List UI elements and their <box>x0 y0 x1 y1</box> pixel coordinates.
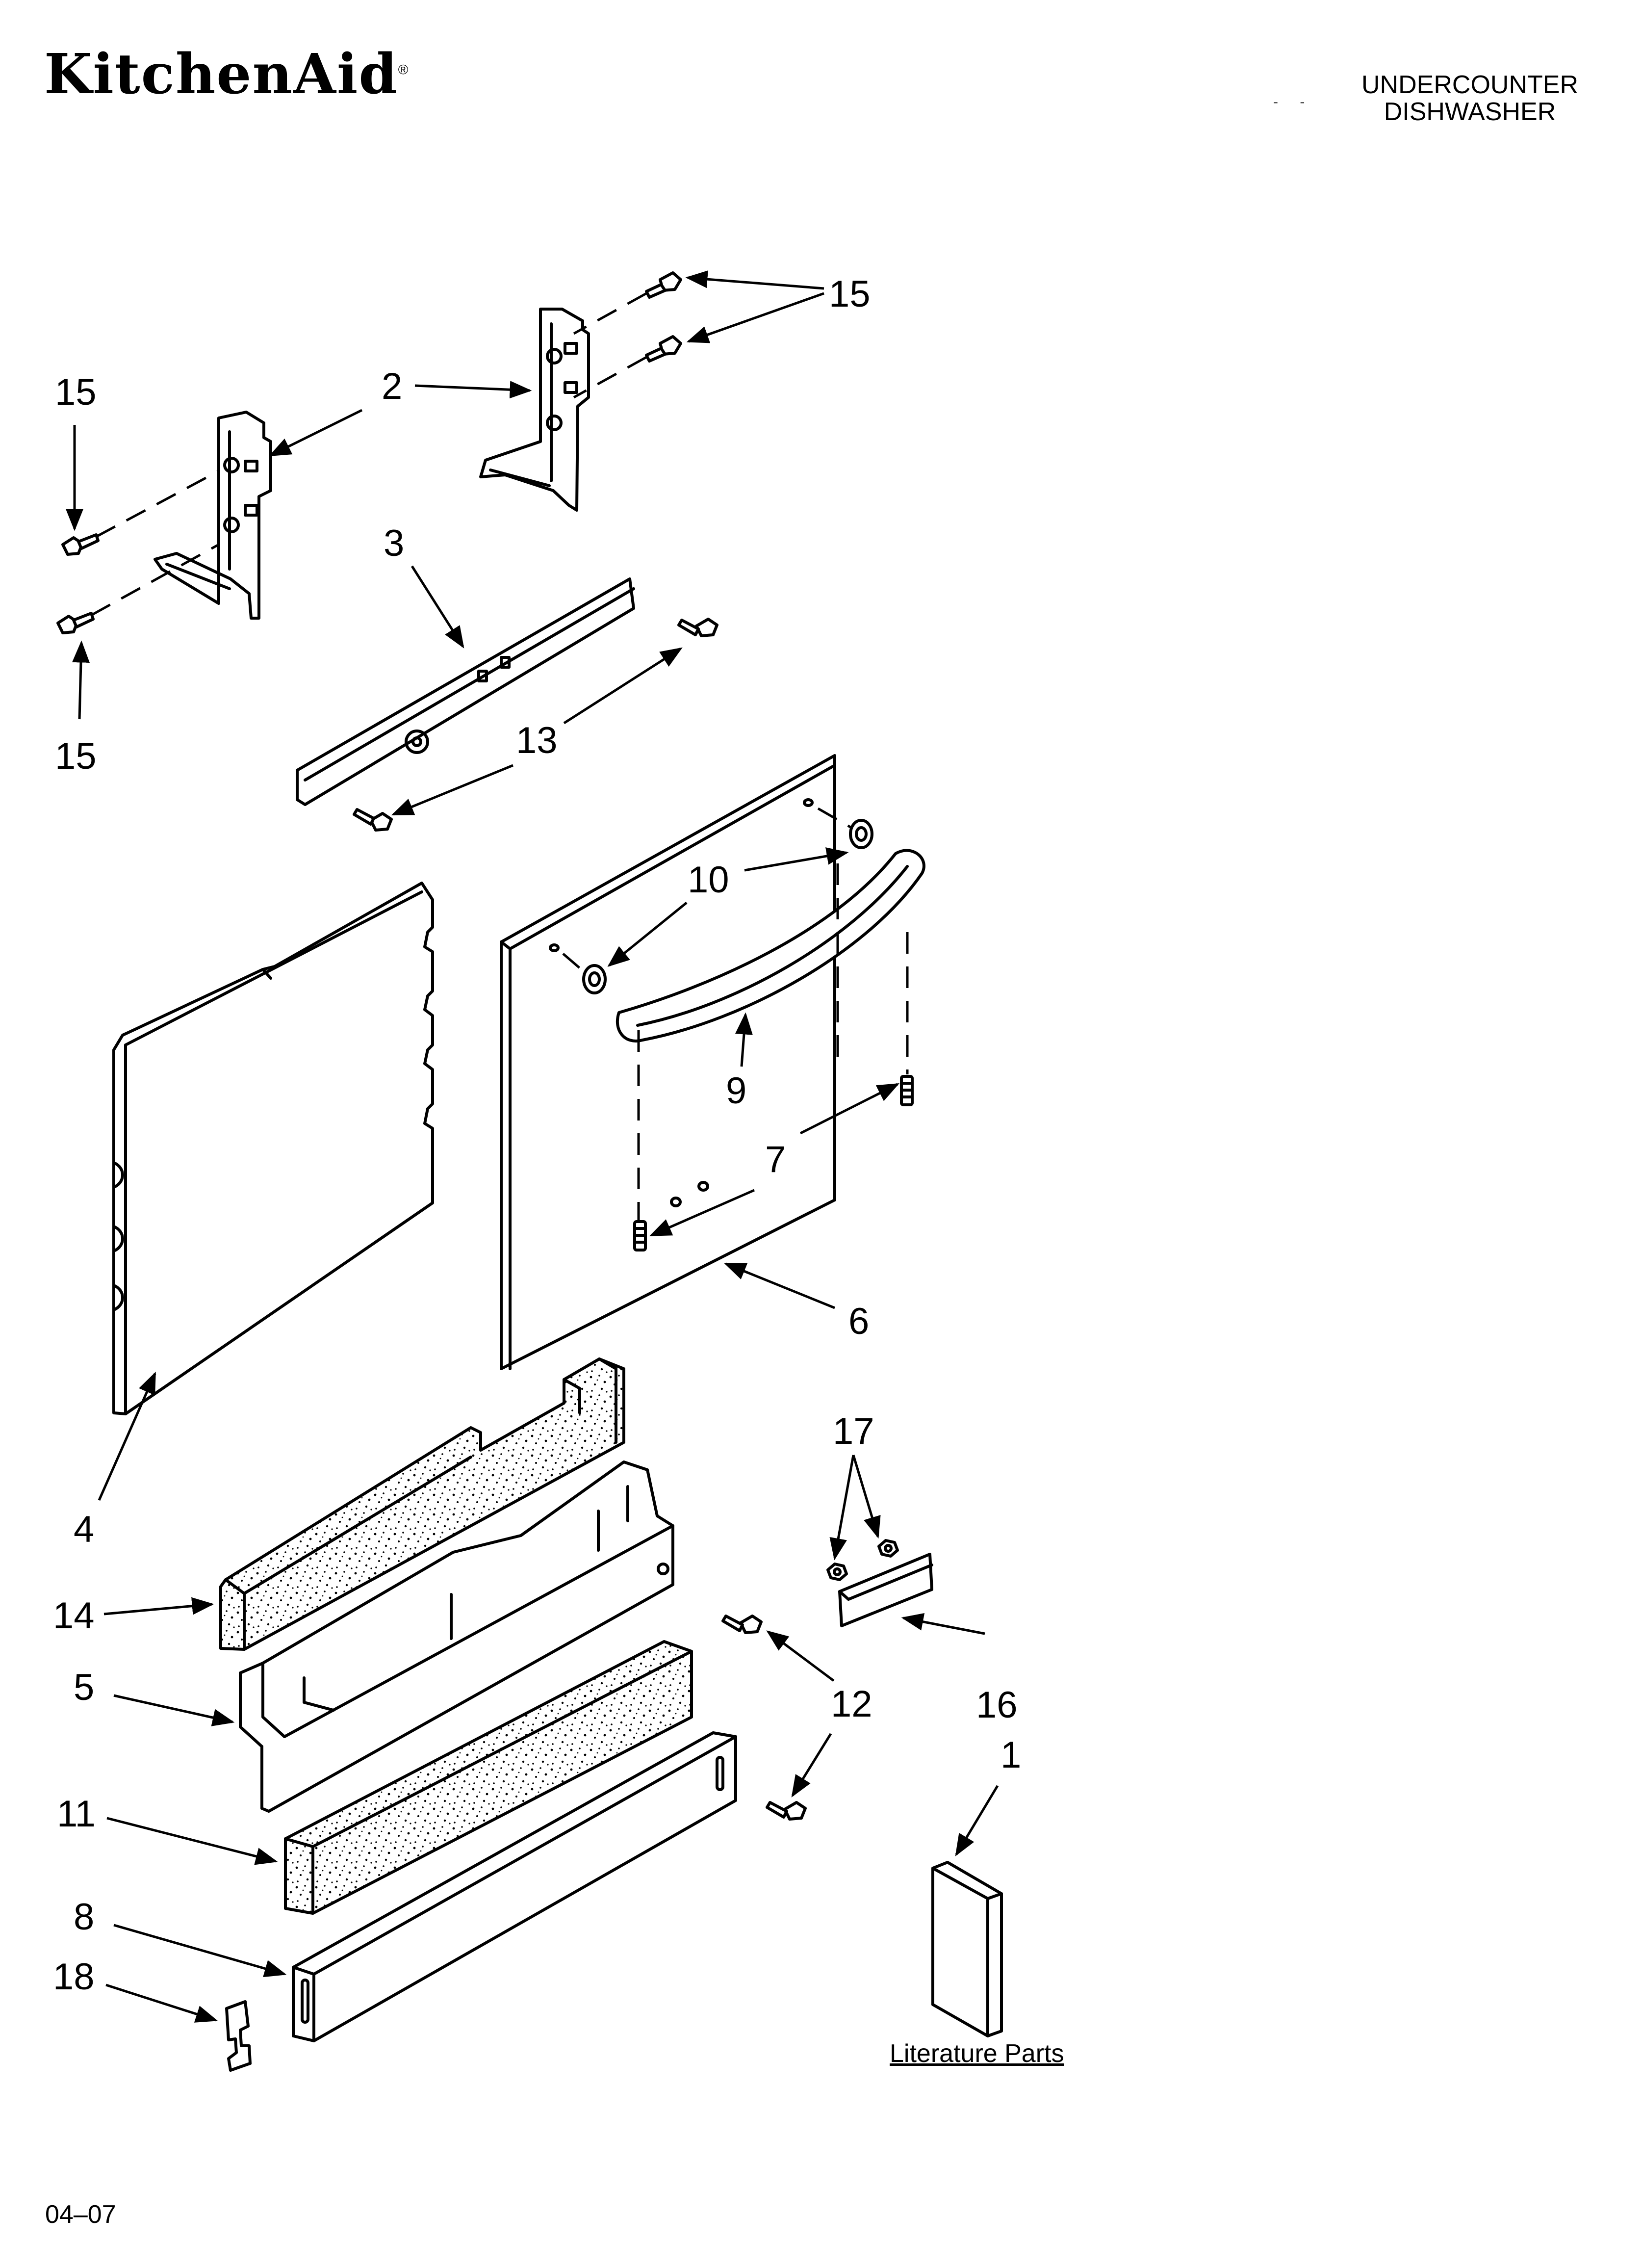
lower-foam-strip <box>284 1640 693 1915</box>
callout-10: 10 <box>688 859 729 901</box>
literature-booklet <box>931 1861 1003 2037</box>
callout-9: 9 <box>726 1070 747 1112</box>
callout-11: 11 <box>57 1793 96 1835</box>
callout-7: 7 <box>765 1139 786 1180</box>
header-small-mark: - - <box>1273 94 1314 110</box>
trim-nut-right <box>877 1539 899 1558</box>
leader-arrows <box>66 270 999 2023</box>
screw-15-left-lower <box>56 612 95 634</box>
footer-code: 04–07 <box>45 2200 116 2229</box>
screw-13-lower <box>353 808 393 832</box>
stud-right <box>900 1075 914 1106</box>
toe-panel-clip <box>225 2000 252 2072</box>
product-title-line2: DISHWASHER <box>1384 97 1556 126</box>
product-title: - - UNDERCOUNTER DISHWASHER <box>1273 71 1578 126</box>
trim-nut-left <box>826 1563 848 1581</box>
toe-panel-bracket <box>239 1460 674 1813</box>
screw-15-right-upper <box>645 271 682 299</box>
door-support-channel <box>296 577 635 806</box>
callout-18: 18 <box>53 1956 95 1998</box>
brand-name: KitchenAid <box>44 42 398 106</box>
callout-8: 8 <box>74 1896 95 1938</box>
screw-12-lower <box>766 1801 807 1821</box>
brand-logo: KitchenAid® <box>44 47 409 102</box>
inner-door-panel <box>112 882 434 1415</box>
literature-parts-label: Literature Parts <box>890 2039 1064 2068</box>
screw-15-right-lower <box>645 335 682 363</box>
trim-piece <box>838 1553 933 1627</box>
callout-15-left-lower: 15 <box>55 735 97 777</box>
callout-17: 17 <box>833 1410 874 1452</box>
handle-spacer-right <box>849 819 873 849</box>
right-mounting-bracket <box>479 308 590 512</box>
screw-15-left-upper <box>61 533 100 556</box>
callout-3: 3 <box>384 522 405 564</box>
alignment-lines <box>90 292 909 1222</box>
handle-spacer-left <box>582 964 607 994</box>
brand-registered-mark: ® <box>398 62 410 78</box>
callout-2: 2 <box>382 365 403 407</box>
callout-14: 14 <box>53 1595 95 1637</box>
door-handle <box>616 849 925 1043</box>
callout-1: 1 <box>1001 1734 1022 1776</box>
callout-15-left-upper: 15 <box>55 371 97 413</box>
screw-13-upper <box>677 618 718 637</box>
product-title-line1: UNDERCOUNTER <box>1361 71 1578 99</box>
callout-6: 6 <box>848 1301 870 1342</box>
callout-5: 5 <box>74 1667 95 1708</box>
left-mounting-bracket <box>154 411 272 620</box>
callout-16: 16 <box>976 1684 1018 1726</box>
callout-12-upper: 12 <box>831 1683 872 1725</box>
door-panel <box>500 754 836 1370</box>
callout-15-right: 15 <box>829 273 871 315</box>
upper-foam-strip <box>219 1357 625 1651</box>
stud-left <box>633 1220 647 1251</box>
callout-13: 13 <box>516 720 558 761</box>
screw-12-upper <box>721 1615 763 1634</box>
callout-4: 4 <box>74 1509 95 1550</box>
toe-panel <box>292 1731 737 2042</box>
